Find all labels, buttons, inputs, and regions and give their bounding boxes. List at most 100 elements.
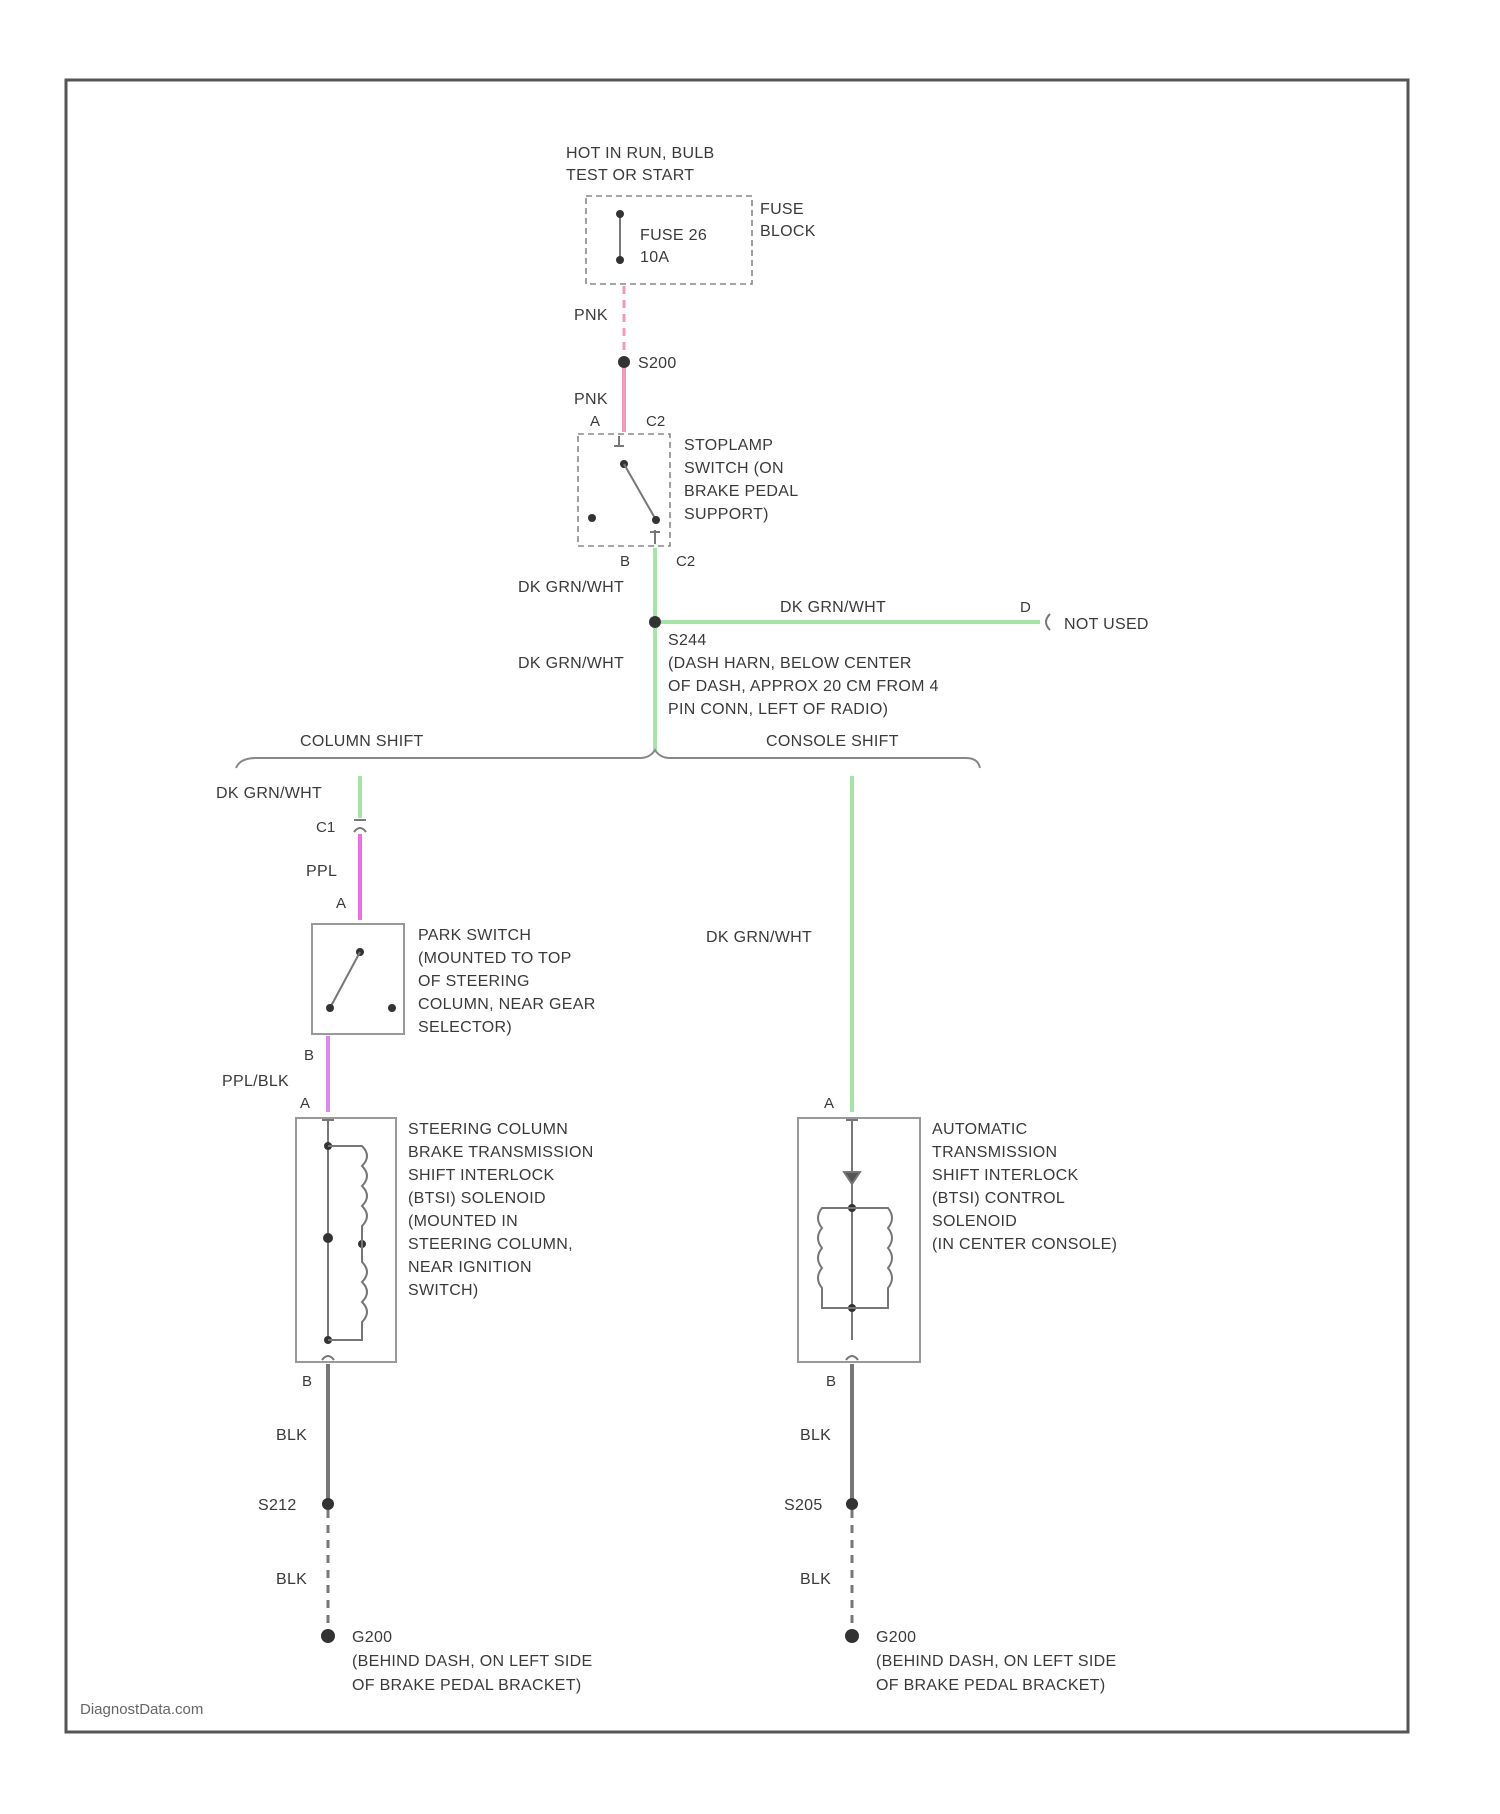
wire-ppl-blk-label: PPL/BLK bbox=[222, 1073, 289, 1090]
splice-s244-label-1: S244 bbox=[668, 632, 707, 649]
stoplamp-pin-a: A bbox=[590, 413, 600, 430]
solenoid-left-label-1: STEERING COLUMN bbox=[408, 1121, 568, 1138]
splice-s244-label-2: (DASH HARN, BELOW CENTER bbox=[668, 655, 912, 672]
wire-blk-right-2-label: BLK bbox=[800, 1571, 831, 1588]
wire-dk-grn-wht-1-label: DK GRN/WHT bbox=[518, 579, 624, 596]
stoplamp-pin-a-connector bbox=[614, 436, 624, 446]
stoplamp-label-1: STOPLAMP bbox=[684, 437, 773, 454]
ground-left-dot bbox=[321, 1629, 335, 1643]
stoplamp-contact-left bbox=[588, 514, 596, 522]
splice-s212-label: S212 bbox=[258, 1497, 297, 1514]
splice-s244-label-3: OF DASH, APPROX 20 CM FROM 4 bbox=[668, 678, 939, 695]
splice-s212-dot bbox=[322, 1498, 334, 1510]
solenoid-right-pin-b-connector bbox=[846, 1356, 858, 1360]
ground-left-label-3: OF BRAKE PEDAL BRACKET) bbox=[352, 1677, 581, 1694]
conn-c1-label: C1 bbox=[316, 819, 335, 836]
fuse-label-1: FUSE 26 bbox=[640, 227, 707, 244]
solenoid-left-conductor bbox=[322, 1120, 334, 1340]
ground-right-label-3: OF BRAKE PEDAL BRACKET) bbox=[876, 1677, 1105, 1694]
watermark: DiagnostData.com bbox=[80, 1701, 203, 1718]
solenoid-right-pin-a: A bbox=[824, 1095, 834, 1112]
stoplamp-conn-c2-top: C2 bbox=[646, 413, 665, 430]
solenoid-left-label-6: STEERING COLUMN, bbox=[408, 1236, 573, 1253]
not-used-pin-d: D bbox=[1020, 599, 1031, 616]
stoplamp-label-2: SWITCH (ON bbox=[684, 460, 784, 477]
wire-blk-left-1-label: BLK bbox=[276, 1427, 307, 1444]
stoplamp-conn-c2-bottom: C2 bbox=[676, 553, 695, 570]
stoplamp-label-3: BRAKE PEDAL bbox=[684, 483, 798, 500]
wire-pnk-lower-label: PNK bbox=[574, 391, 608, 408]
solenoid-left-label-5: (MOUNTED IN bbox=[408, 1213, 518, 1230]
console-shift-label: CONSOLE SHIFT bbox=[766, 733, 899, 750]
stoplamp-switch-blade bbox=[624, 464, 656, 520]
stoplamp-pin-b: B bbox=[620, 553, 630, 570]
wire-pnk-upper-label: PNK bbox=[574, 307, 608, 324]
solenoid-left-pin-b: B bbox=[302, 1373, 312, 1390]
splice-s200-label: S200 bbox=[638, 355, 677, 372]
solenoid-right-diode bbox=[844, 1172, 860, 1184]
not-used-label: NOT USED bbox=[1064, 616, 1149, 633]
stoplamp-contact-bottom bbox=[652, 516, 660, 524]
park-pin-b: B bbox=[304, 1047, 314, 1064]
solenoid-left-pin-a: A bbox=[300, 1095, 310, 1112]
solenoid-right-box bbox=[798, 1118, 920, 1362]
ground-left-label-2: (BEHIND DASH, ON LEFT SIDE bbox=[352, 1653, 592, 1670]
wire-ppl-label: PPL bbox=[306, 863, 337, 880]
fuse-label-2: 10A bbox=[640, 249, 669, 266]
ground-right-dot bbox=[845, 1629, 859, 1643]
fuse-block-label-1: FUSE bbox=[760, 201, 804, 218]
solenoid-left-coil-upper bbox=[328, 1146, 367, 1244]
splice-s200-dot bbox=[618, 356, 630, 368]
fuse-terminal-top bbox=[616, 210, 624, 218]
power-source-line-2: TEST OR START bbox=[566, 167, 694, 184]
stoplamp-pin-b-connector bbox=[650, 530, 660, 544]
solenoid-right-label-1: AUTOMATIC bbox=[932, 1121, 1027, 1138]
solenoid-right-coil-right bbox=[852, 1208, 892, 1308]
conn-c1 bbox=[354, 820, 366, 832]
ground-left-label-1: G200 bbox=[352, 1629, 392, 1646]
solenoid-left-label-7: NEAR IGNITION bbox=[408, 1259, 532, 1276]
park-switch-blade bbox=[330, 952, 360, 1008]
splice-s244-dot bbox=[649, 616, 661, 628]
power-source-line-1: HOT IN RUN, BULB bbox=[566, 145, 715, 162]
splice-s244-label-4: PIN CONN, LEFT OF RADIO) bbox=[668, 701, 888, 718]
option-brace bbox=[236, 750, 980, 768]
wire-blk-left-2-label: BLK bbox=[276, 1571, 307, 1588]
solenoid-left-label-3: SHIFT INTERLOCK bbox=[408, 1167, 554, 1184]
wire-dk-grn-wht-left-label: DK GRN/WHT bbox=[216, 785, 322, 802]
column-shift-label: COLUMN SHIFT bbox=[300, 733, 424, 750]
wire-dk-grn-wht-2-label: DK GRN/WHT bbox=[518, 655, 624, 672]
park-switch-label-5: SELECTOR) bbox=[418, 1019, 512, 1036]
solenoid-right-label-3: SHIFT INTERLOCK bbox=[932, 1167, 1078, 1184]
solenoid-right-label-4: (BTSI) CONTROL bbox=[932, 1190, 1065, 1207]
solenoid-left-coil-lower bbox=[328, 1244, 367, 1340]
fuse-block-label-2: BLOCK bbox=[760, 223, 816, 240]
splice-s205-label: S205 bbox=[784, 1497, 823, 1514]
solenoid-left-box bbox=[296, 1118, 396, 1362]
park-contact-right bbox=[388, 1004, 396, 1012]
solenoid-right-pin-b: B bbox=[826, 1373, 836, 1390]
solenoid-left-node-2 bbox=[323, 1233, 333, 1243]
solenoid-left-label-2: BRAKE TRANSMISSION bbox=[408, 1144, 594, 1161]
park-pin-a: A bbox=[336, 895, 346, 912]
park-switch-label-2: (MOUNTED TO TOP bbox=[418, 950, 572, 967]
park-contact-bottom bbox=[326, 1004, 334, 1012]
solenoid-left-label-4: (BTSI) SOLENOID bbox=[408, 1190, 546, 1207]
solenoid-right-coil-left bbox=[818, 1208, 852, 1308]
wire-blk-right-1-label: BLK bbox=[800, 1427, 831, 1444]
park-switch-label-4: COLUMN, NEAR GEAR bbox=[418, 996, 596, 1013]
solenoid-right-label-6: (IN CENTER CONSOLE) bbox=[932, 1236, 1117, 1253]
wire-dk-grn-wht-branch-label: DK GRN/WHT bbox=[780, 599, 886, 616]
ground-right-label-2: (BEHIND DASH, ON LEFT SIDE bbox=[876, 1653, 1116, 1670]
park-switch-label-3: OF STEERING bbox=[418, 973, 530, 990]
wire-dk-grn-wht-right-label: DK GRN/WHT bbox=[706, 929, 812, 946]
solenoid-left-pin-b-connector bbox=[322, 1356, 334, 1360]
solenoid-right-label-5: SOLENOID bbox=[932, 1213, 1017, 1230]
stoplamp-label-4: SUPPORT) bbox=[684, 506, 769, 523]
splice-s205-dot bbox=[846, 1498, 858, 1510]
diagram-frame bbox=[66, 80, 1408, 1732]
park-switch-box bbox=[312, 924, 404, 1034]
ground-right-label-1: G200 bbox=[876, 1629, 916, 1646]
not-used-connector bbox=[1046, 614, 1050, 630]
